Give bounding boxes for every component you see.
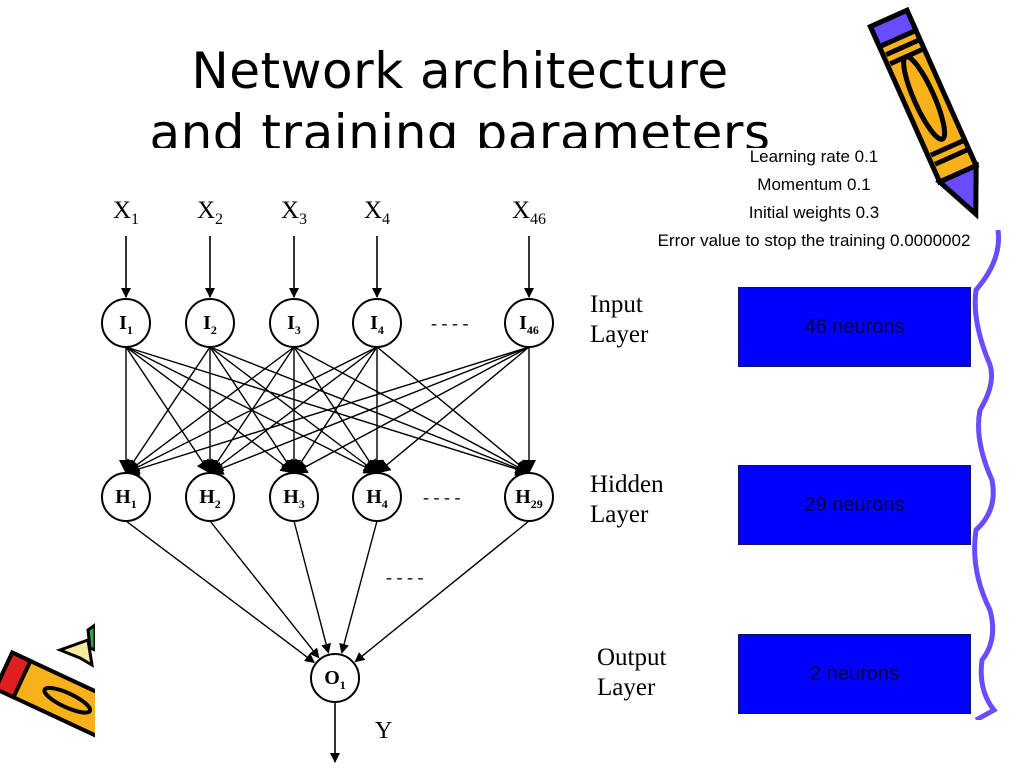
pencil-icon <box>867 7 980 220</box>
input-hidden-edge <box>125 346 211 474</box>
input-node <box>504 298 554 348</box>
hidden-output-edge <box>293 520 331 654</box>
input-hidden-edge <box>125 346 295 474</box>
hidden-node-label: H3 <box>283 486 305 511</box>
hidden-layer-label: Hidden Layer <box>590 470 664 530</box>
edge-ellipsis: - - - - <box>386 567 423 587</box>
hidden-node <box>269 472 319 522</box>
hidden-output-edge <box>125 520 316 663</box>
slide-title: Network architecture and training parame… <box>100 40 820 148</box>
input-x-label: X3 <box>281 197 307 228</box>
input-ellipsis: - - - - <box>431 313 468 333</box>
input-hidden-edge <box>209 346 530 475</box>
input-node-label: I3 <box>287 312 301 337</box>
param-initial-weights: Initial weights 0.3 <box>748 203 880 222</box>
input-hidden-edge <box>293 346 530 474</box>
hidden-node <box>185 472 235 522</box>
input-layer-label-line2: Layer <box>590 321 649 348</box>
output-node-label: O1 <box>324 667 346 692</box>
input-hidden-edge <box>125 346 378 474</box>
input-x-label: X4 <box>364 197 390 228</box>
param-momentum: Momentum 0.1 <box>757 175 871 194</box>
title-line-1: Network architecture <box>191 42 729 100</box>
input-x-label: X2 <box>197 197 223 228</box>
hidden-node-label: H1 <box>115 486 137 511</box>
input-node-label: I1 <box>119 312 133 337</box>
input-hidden-edge <box>125 346 530 476</box>
input-neurons-text: 46 neurons <box>804 315 905 338</box>
input-node-label: I2 <box>203 312 217 337</box>
input-node <box>269 298 319 348</box>
pencil-eraser-icon <box>0 623 95 740</box>
input-node-label: I4 <box>370 312 384 337</box>
output-neurons-text: 2 neurons <box>810 662 899 685</box>
input-node-label: I46 <box>519 312 539 337</box>
squiggle-line-icon <box>972 230 1002 720</box>
input-node <box>352 298 402 348</box>
hidden-node <box>101 472 151 522</box>
title-line-2: and training parameters <box>149 104 771 148</box>
training-parameters: Learning rate 0.1 Momentum 0.1 Initial w… <box>600 143 1024 255</box>
hidden-ellipsis: - - - - <box>423 487 460 507</box>
input-layer-label: Input Layer <box>590 290 648 350</box>
hidden-node-label: H29 <box>515 486 543 511</box>
input-hidden-edge <box>209 346 378 474</box>
hidden-node <box>352 472 402 522</box>
hidden-layer-label-line1: Hidden <box>590 471 664 498</box>
output-layer-label-line2: Layer <box>597 674 656 701</box>
hidden-output-edge <box>209 520 320 659</box>
hidden-node <box>504 472 554 522</box>
param-learning-rate: Learning rate 0.1 <box>749 147 879 166</box>
hidden-neurons-box: 29 neurons <box>738 465 971 545</box>
pencil-clipart <box>0 620 95 740</box>
hidden-neurons-text: 29 neurons <box>804 493 905 516</box>
input-neurons-box: 46 neurons <box>738 287 971 367</box>
output-layer-label-line1: Output <box>597 644 667 671</box>
input-x-label: X1 <box>113 197 139 228</box>
hidden-node-label: H4 <box>366 486 388 511</box>
hidden-node-label: H2 <box>199 486 221 511</box>
output-y-label: Y <box>375 718 392 744</box>
input-layer-label-line1: Input <box>590 291 643 318</box>
input-x-label: X46 <box>512 197 546 228</box>
output-node <box>310 653 360 703</box>
hidden-output-edge <box>339 520 378 654</box>
output-layer-label: Output Layer <box>597 643 666 703</box>
output-neurons-box: 2 neurons <box>738 634 971 714</box>
network-edges <box>119 236 536 763</box>
input-node <box>101 298 151 348</box>
input-hidden-edge <box>376 346 530 474</box>
hidden-output-edge <box>354 520 530 663</box>
input-hidden-edge <box>293 346 378 474</box>
input-node <box>185 298 235 348</box>
hidden-layer-label-line2: Layer <box>590 501 649 528</box>
param-error-value: Error value to stop the training 0.00000… <box>657 231 971 250</box>
